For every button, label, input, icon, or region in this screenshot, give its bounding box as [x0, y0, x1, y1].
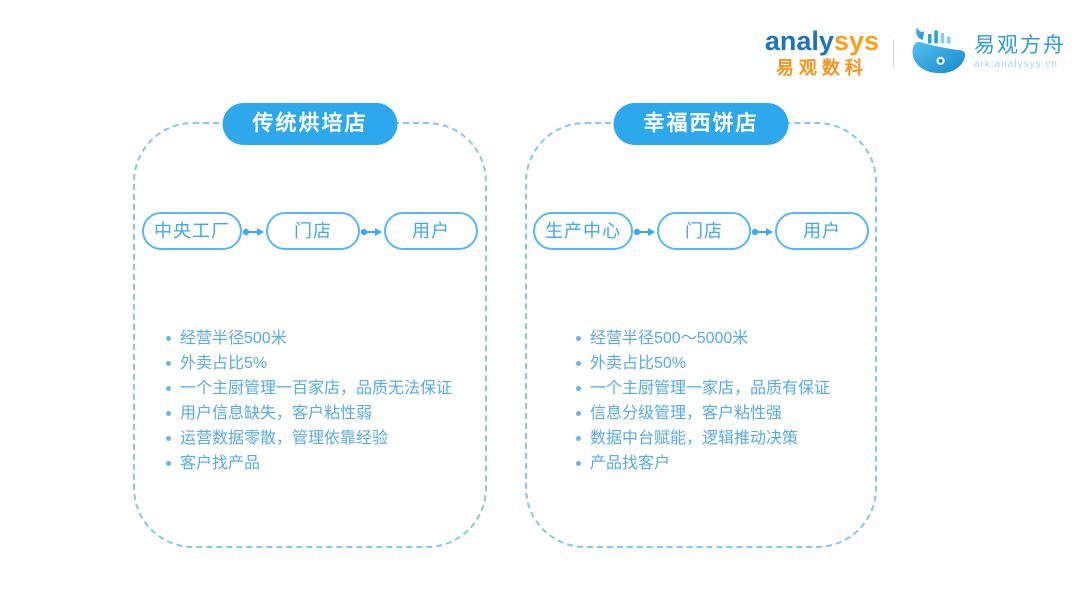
card-title-badge: 传统烘培店: [222, 103, 398, 145]
arrow-right-icon: [751, 225, 775, 237]
bullet-item: 外卖占比5%: [165, 351, 475, 376]
ark-text: 易观方舟 ark.analysys.cn: [974, 35, 1066, 70]
analysys-subtitle: 易观数科: [775, 58, 868, 78]
bullet-item: 外卖占比50%: [575, 351, 865, 376]
arrow-right-icon: [242, 225, 266, 237]
flow-node-store: 门店: [657, 212, 751, 250]
card-traditional-bakery: 传统烘培店 中央工厂 门店 用户 经营半径500米 外卖占比5% 一个主厨管理一…: [133, 103, 487, 548]
analysys-logo: analysys 易观数科: [765, 28, 879, 78]
flow-node-production-center: 生产中心: [533, 212, 633, 250]
ark-url: ark.analysys.cn: [974, 59, 1058, 70]
arrow-right-icon: [633, 225, 657, 237]
flow-node-user: 用户: [775, 212, 869, 250]
card-title-badge: 幸福西饼店: [613, 103, 789, 145]
flow-node-central-factory: 中央工厂: [142, 212, 242, 250]
analysys-word-orange: sys: [833, 26, 879, 56]
analysys-wordmark: analysys: [765, 28, 879, 55]
analysys-word-blue: analy: [764, 26, 834, 56]
ark-title: 易观方舟: [974, 34, 1066, 57]
arrow-right-icon: [360, 225, 384, 237]
whale-barchart-icon: [908, 26, 966, 79]
bullet-item: 经营半径500～5000米: [575, 326, 865, 351]
bullet-item: 运营数据零散，管理依靠经验: [165, 426, 475, 451]
flow-diagram: 中央工厂 门店 用户: [135, 212, 485, 250]
bullet-item: 产品找客户: [575, 451, 865, 476]
flow-node-store: 门店: [266, 212, 360, 250]
flow-diagram: 生产中心 门店 用户: [527, 212, 875, 250]
bullet-list: 经营半径500～5000米 外卖占比50% 一个主厨管理一家店，品质有保证 信息…: [575, 326, 865, 476]
bullet-item: 用户信息缺失，客户粘性弱: [165, 401, 475, 426]
brand-logos: analysys 易观数科: [765, 26, 1066, 79]
card-happy-cake-shop: 幸福西饼店 生产中心 门店 用户 经营半径500～5000米 外卖占比50% 一…: [525, 103, 877, 548]
ark-logo: 易观方舟 ark.analysys.cn: [908, 26, 1066, 79]
bullet-item: 数据中台赋能，逻辑推动决策: [575, 426, 865, 451]
bullet-list: 经营半径500米 外卖占比5% 一个主厨管理一百家店，品质无法保证 用户信息缺失…: [165, 326, 475, 476]
flow-node-user: 用户: [384, 212, 478, 250]
bullet-item: 信息分级管理，客户粘性强: [575, 401, 865, 426]
bullet-item: 一个主厨管理一百家店，品质无法保证: [165, 376, 475, 401]
bullet-item: 客户找产品: [165, 451, 475, 476]
bullet-item: 经营半径500米: [165, 326, 475, 351]
bullet-item: 一个主厨管理一家店，品质有保证: [575, 376, 865, 401]
logo-divider: [893, 38, 894, 67]
